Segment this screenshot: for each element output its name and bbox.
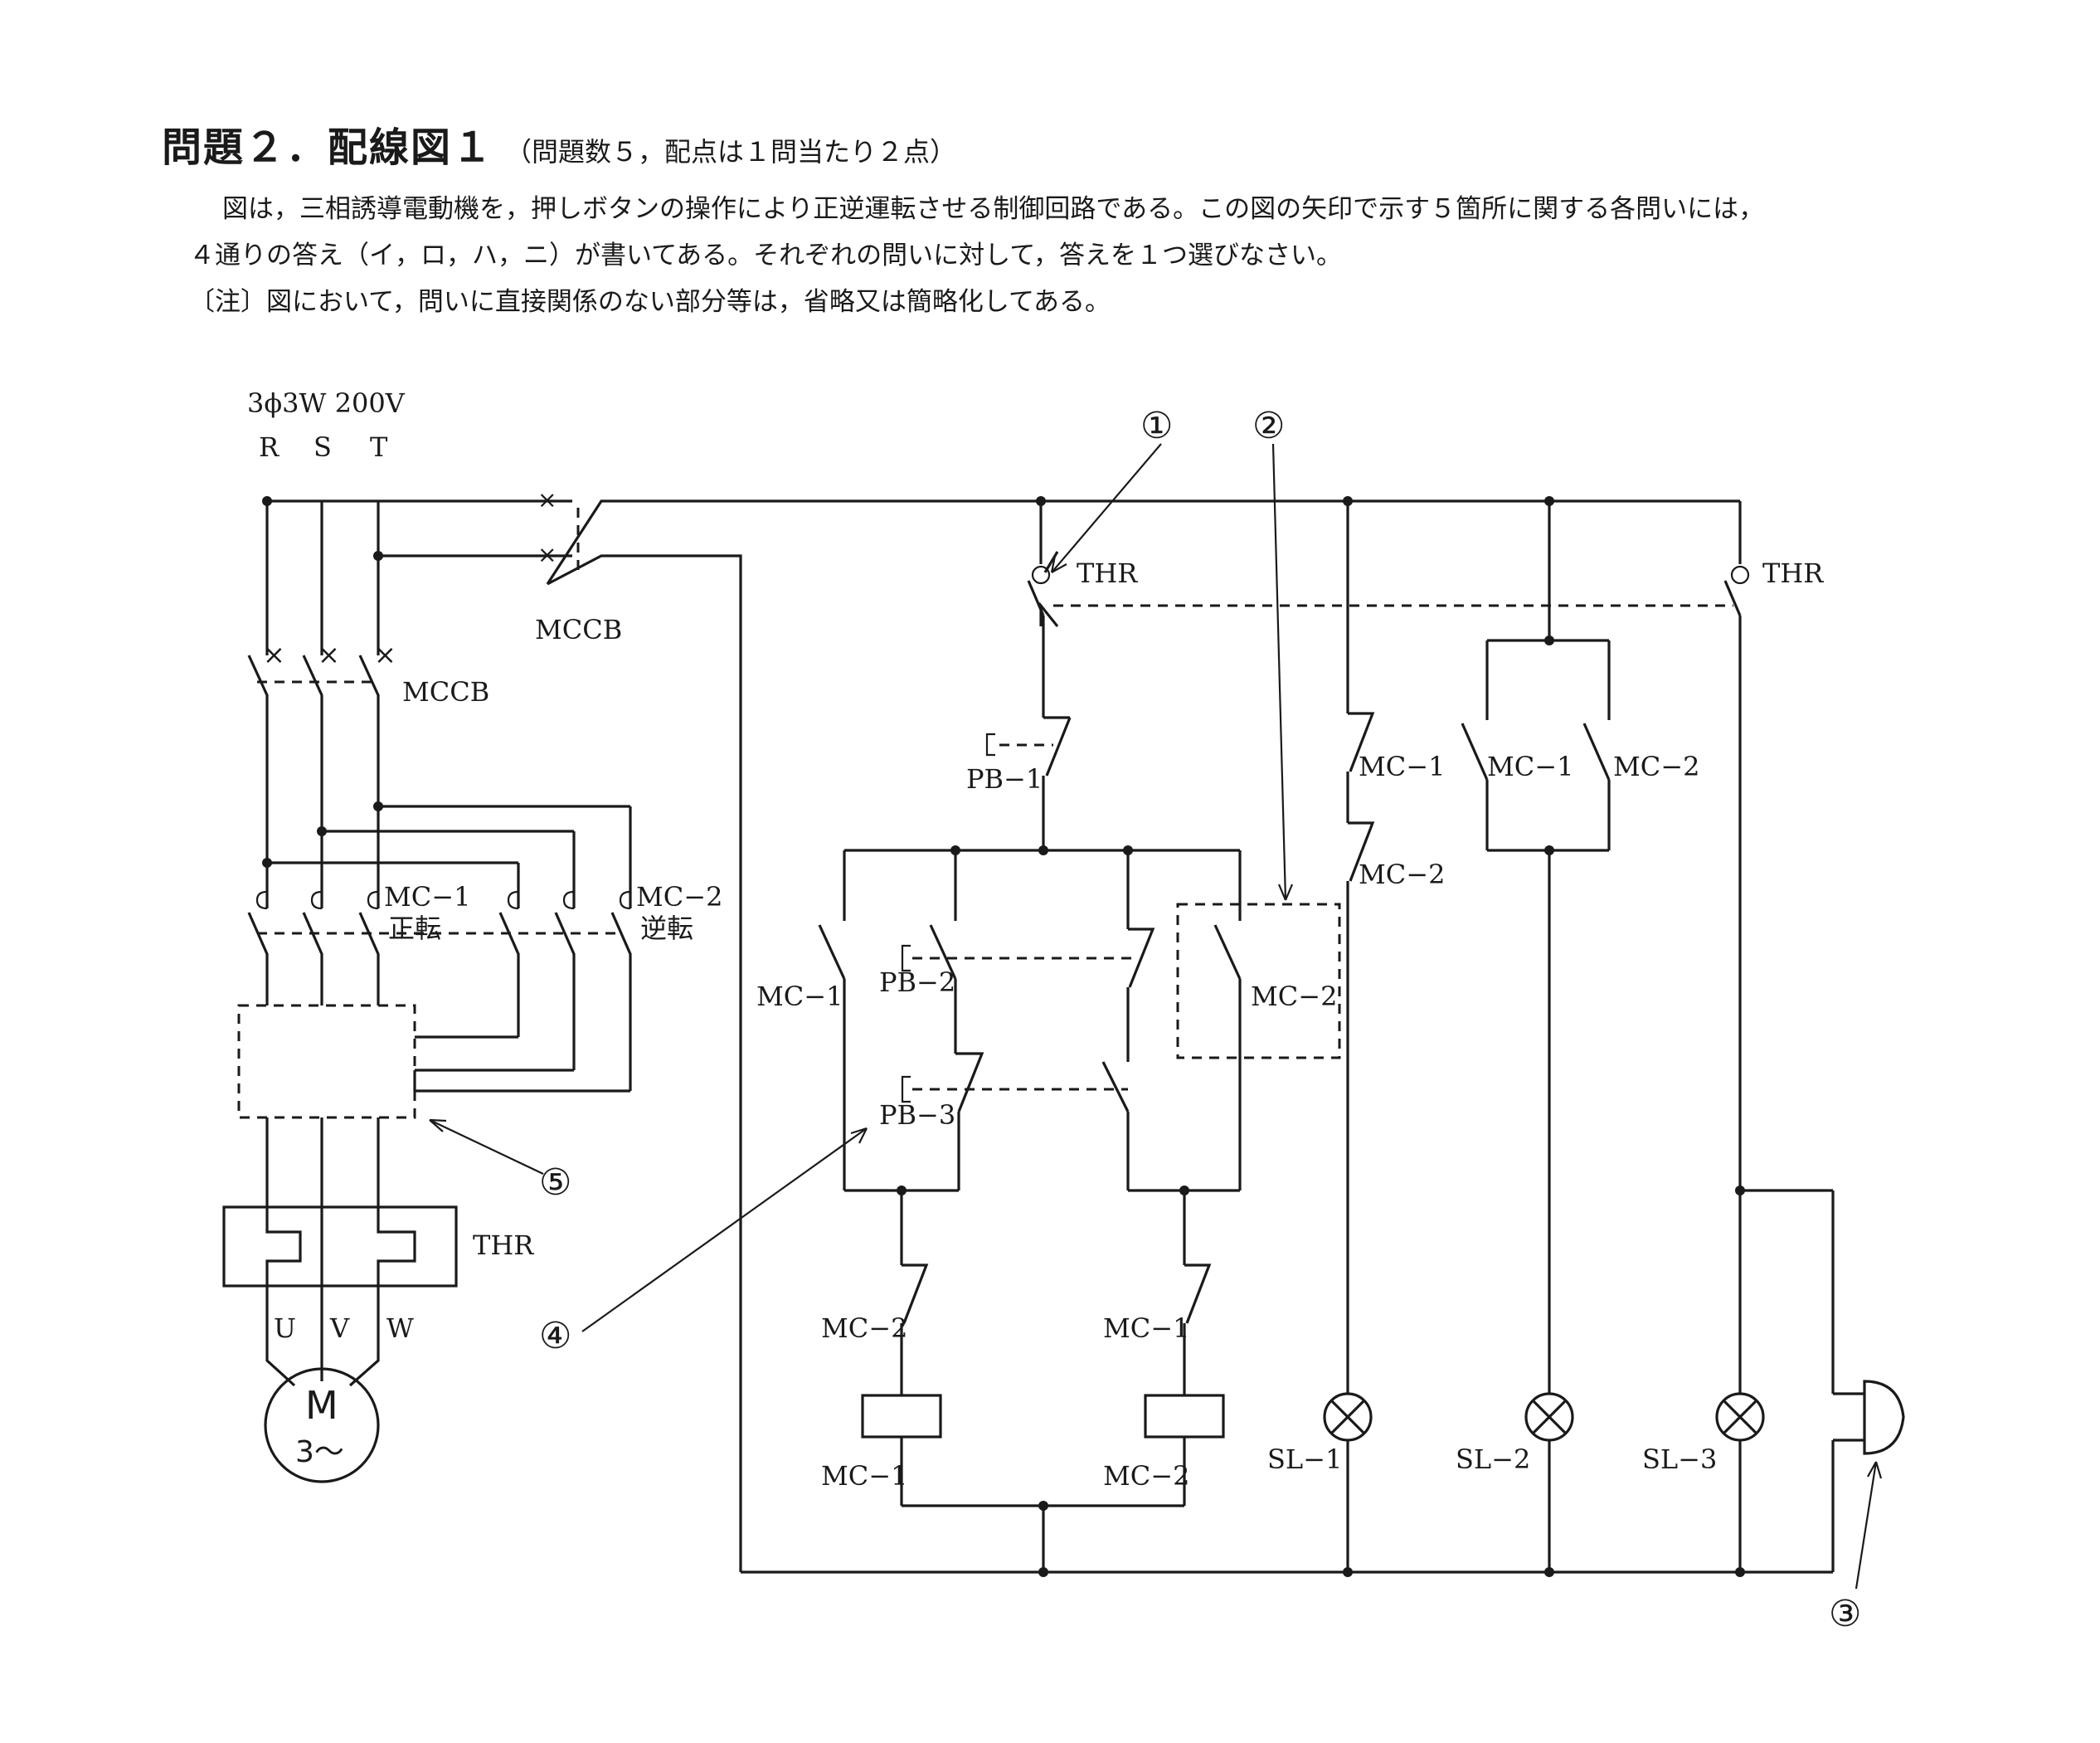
mc1-interlock-label: MC−1 [1103, 1312, 1189, 1344]
phase-t-label: T [370, 431, 388, 463]
page-subtitle: （問題数５，配点は１問当たり２点） [505, 136, 957, 168]
mc1-main-label: MC−1 [384, 881, 470, 913]
lamp1-mc1-label: MC−1 [1359, 751, 1445, 782]
control-supply: × × [537, 486, 1833, 1574]
intro-note: 〔注〕図において，問いに直接関係のない部分等は，省略又は簡略化してある。 [189, 287, 1111, 317]
page-title: 問題２．配線図１ [162, 124, 494, 171]
svg-text:×: × [537, 541, 557, 568]
mc1-self-hold-label: MC−1 [756, 981, 843, 1012]
coil-mc1-label: MC−1 [821, 1460, 907, 1492]
marker-2: ② [1252, 405, 1285, 447]
mc2-main-label: MC−2 [636, 881, 722, 913]
question-markers [429, 443, 1883, 1590]
svg-text:×: × [263, 639, 285, 670]
svg-text:×: × [374, 639, 396, 670]
terminal-w-label: W [386, 1312, 414, 1344]
mc2-self-hold-label: MC−2 [1251, 981, 1337, 1012]
lamp2-mc1-label: MC−1 [1487, 751, 1573, 782]
pb2-label: PB−2 [879, 966, 955, 998]
mc2-reverse-label: 逆転 [640, 913, 693, 944]
motor-icon [264, 1367, 380, 1483]
marker-5: ⑤ [539, 1161, 571, 1204]
marker-4: ④ [539, 1315, 571, 1357]
mccb-control-label: MCCB [535, 614, 622, 645]
phase-r-label: R [259, 431, 280, 463]
pb1-label: PB−1 [966, 763, 1043, 795]
lamp1-mc2-label: MC−2 [1359, 859, 1445, 890]
marker-3: ③ [1829, 1593, 1861, 1635]
mc1-forward-label: 正転 [388, 913, 441, 944]
mccb-main-label: MCCB [402, 676, 489, 708]
intro-line-1: 図は，三相誘導電動機を，押しボタンの操作により正逆運転させる制御回路である。この… [222, 194, 1765, 224]
intro-line-2: ４通りの答え（イ，ロ，ハ，ニ）が書いてある。それぞれの問いに対して，答えを１つ選… [189, 241, 1343, 270]
sl3-label: SL−3 [1642, 1444, 1717, 1475]
supply-label: 3ϕ3W 200V [247, 387, 406, 419]
thr-main-label: THR [473, 1229, 534, 1261]
thr-contact-1-label: THR [1077, 557, 1138, 589]
mc2-interlock-label: MC−2 [821, 1312, 907, 1344]
motor-phase-label: 3〜 [295, 1435, 344, 1469]
svg-text:×: × [537, 486, 557, 514]
sl2-label: SL−2 [1456, 1444, 1530, 1475]
svg-text:×: × [318, 639, 340, 670]
page-heading: 問題２．配線図１ （問題数５，配点は１問当たり２点） [162, 114, 956, 173]
terminal-u-label: U [274, 1312, 296, 1344]
buzzer-icon [1863, 1380, 1905, 1455]
phase-s-label: S [314, 431, 332, 463]
coil-mc2-label: MC−2 [1103, 1460, 1189, 1492]
motor-m-label: M [305, 1383, 338, 1428]
lamp2-mc2-label: MC−2 [1613, 751, 1699, 782]
control-circuit [818, 496, 1905, 1577]
terminal-v-label: V [329, 1312, 350, 1344]
marker-1: ① [1140, 405, 1173, 447]
sl1-label: SL−1 [1267, 1444, 1342, 1475]
thr-contact-2-label: THR [1762, 557, 1824, 589]
power-circuit: × × × [222, 496, 632, 1483]
pb3-label: PB−3 [879, 1099, 955, 1131]
